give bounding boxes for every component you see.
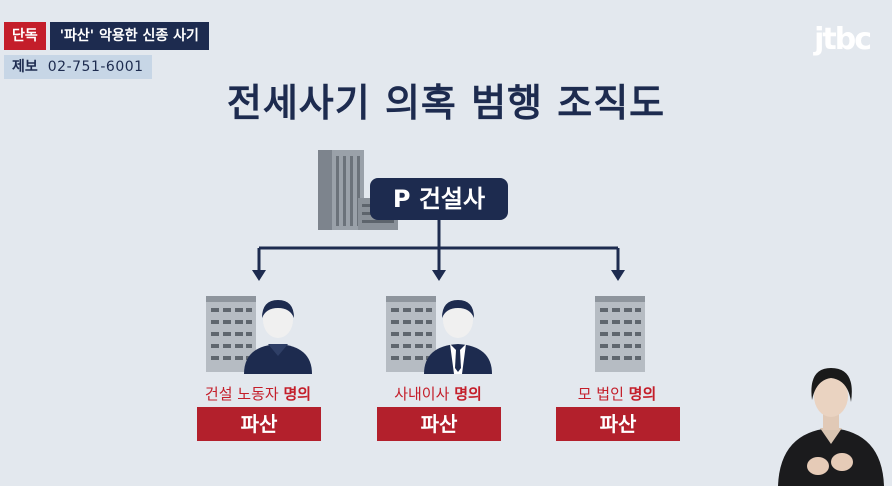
diagram-title: 전세사기 의혹 범행 조직도 <box>226 81 666 125</box>
child-label-director: 사내이사 명의 <box>338 383 538 404</box>
director-person-icon <box>424 300 492 374</box>
child-name-worker: 건설 노동자 <box>204 385 279 403</box>
tip-number: 02-751-6001 <box>47 59 144 75</box>
office-building-icon <box>386 296 436 372</box>
child-suffix-director: 명의 <box>454 385 482 403</box>
tip-label: 제보 <box>12 59 38 75</box>
sign-language-interpreter-image <box>778 368 884 486</box>
exclusive-badge: 단독 <box>4 22 46 50</box>
status-badge-bankruptcy-corporation: 파산 <box>556 407 680 441</box>
child-name-corporation: 모 법인 <box>577 385 624 403</box>
child-suffix-worker: 명의 <box>283 385 312 403</box>
jtbc-logo: jtbc <box>814 22 872 57</box>
worker-person-icon <box>244 300 312 374</box>
child-label-worker: 건설 노동자 명의 <box>158 383 358 404</box>
corporation-building-icon <box>595 296 645 372</box>
header-badges: 단독 '파산' 악용한 신종 사기 <box>4 22 209 50</box>
root-node-p-construction: P 건설사 <box>370 178 508 220</box>
child-name-director: 사내이사 <box>394 385 450 403</box>
status-badge-bankruptcy-director: 파산 <box>377 407 501 441</box>
child-suffix-corporation: 명의 <box>628 385 657 403</box>
topic-label: '파산' 악용한 신종 사기 <box>49 22 209 50</box>
office-building-icon <box>206 296 256 372</box>
status-badge-bankruptcy-worker: 파산 <box>197 407 321 441</box>
child-label-corporation: 모 법인 명의 <box>517 383 717 404</box>
tip-line: 제보 02-751-6001 <box>4 55 152 79</box>
